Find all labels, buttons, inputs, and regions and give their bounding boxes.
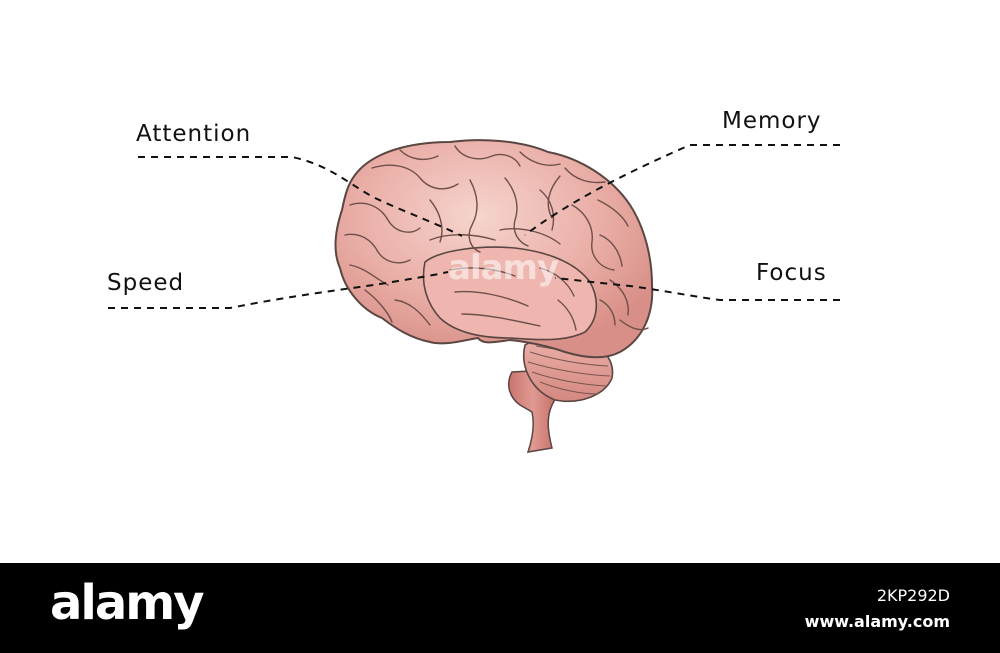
watermark-text: alamy bbox=[448, 248, 559, 288]
attention-leader-line bbox=[138, 156, 463, 237]
label-memory: Memory bbox=[722, 108, 822, 134]
focus-leader-line bbox=[554, 277, 840, 301]
brain-illustration bbox=[108, 139, 840, 453]
label-attention: Attention bbox=[136, 121, 252, 147]
label-focus: Focus bbox=[756, 260, 827, 286]
footer-url: www.alamy.com bbox=[804, 612, 950, 631]
footer-image-id: 2KP292D bbox=[876, 586, 950, 605]
footer-bar: alamy 2KP292D www.alamy.com bbox=[0, 563, 1000, 653]
memory-leader-line bbox=[524, 144, 840, 236]
diagram-canvas: alamy Attention Memory Speed Focus bbox=[107, 108, 840, 453]
label-speed: Speed bbox=[107, 270, 185, 296]
footer-logo: alamy bbox=[50, 575, 205, 631]
